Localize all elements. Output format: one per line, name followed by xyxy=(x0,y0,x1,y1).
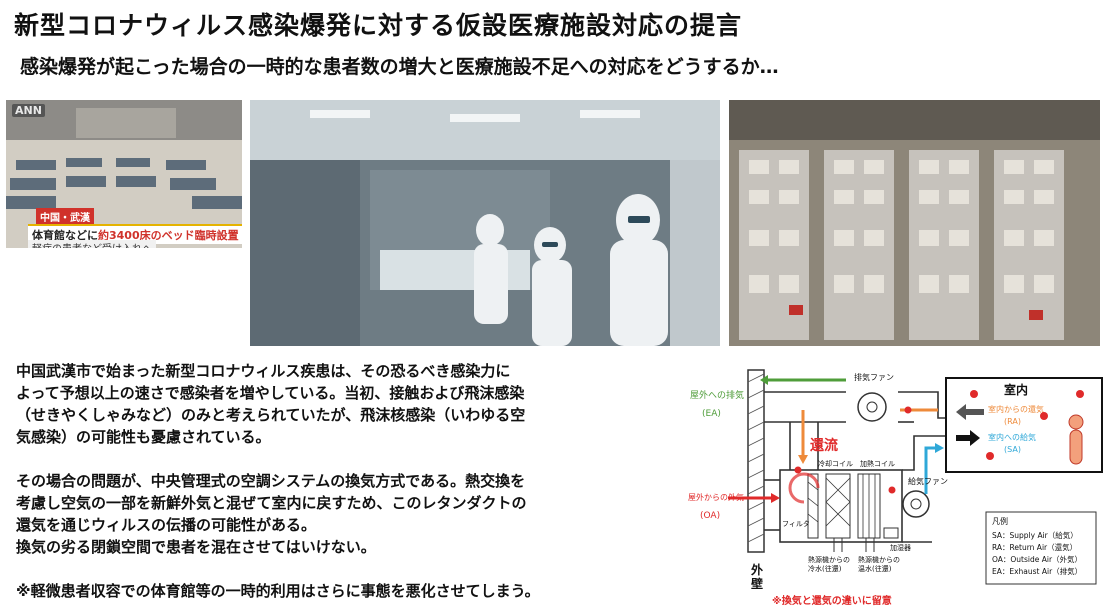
legend-title: 凡例 xyxy=(992,516,1008,526)
hall-beds-illustration xyxy=(729,100,1100,346)
cooling-coil-label: 冷却コイル xyxy=(818,459,853,468)
hot-water-label: 熱源機からの温水(往還) xyxy=(858,555,900,573)
paragraph-warning: ※軽微患者収容での体育館等の一時的利用はさらに事態を悪化させてしまう。 xyxy=(16,582,540,600)
legend-item: OA：Outside Air（外気） xyxy=(992,554,1082,564)
legend-item: RA：Return Air（還気） xyxy=(992,542,1077,552)
person-head-icon xyxy=(1068,414,1084,430)
humidifier xyxy=(883,527,899,539)
legend-item: SA：Supply Air（給気） xyxy=(992,530,1078,540)
tv-channel-logo: ANN xyxy=(12,104,45,117)
outer-wall xyxy=(747,369,765,553)
room-return-code: (RA) xyxy=(1004,417,1021,426)
exhaust-fan-label: 排気ファン xyxy=(854,372,894,382)
tv-caption-sub: 軽症の患者など受け入れへ xyxy=(28,240,156,248)
exhaust-code: (EA) xyxy=(702,409,721,419)
tv-caption-main: 体育館などに約3400床のベッド臨時設置 xyxy=(28,224,242,244)
outer-wall-label: 外壁 xyxy=(751,562,763,591)
supply-fan-label: 給気ファン xyxy=(908,476,948,486)
tv-caption-location: 中国・武漢 xyxy=(36,208,94,225)
paragraph-infection: 中国武漢市で始まった新型コロナウィルス疾患は、その恐るべき感染力に よって予想以… xyxy=(16,362,526,446)
intake-label: 屋外からの外気 xyxy=(688,492,744,502)
legend-item: EA：Exhaust Air（排気） xyxy=(992,566,1082,576)
body-text: 中国武漢市で始まった新型コロナウィルス疾患は、その恐るべき感染力に よって予想以… xyxy=(16,360,666,602)
chilled-water-label: 熱源機からの冷水(往還) xyxy=(808,555,850,573)
intake-code: (OA) xyxy=(700,511,720,521)
room-return-label: 室内からの還気 xyxy=(988,404,1044,414)
person-body-icon xyxy=(1069,429,1083,465)
paragraph-ventilation: その場合の問題が、中央管理式の空調システムの換気方式である。熱交換を 考慮し空気… xyxy=(16,472,527,556)
page-subtitle: 感染爆発が起こった場合の一時的な患者数の増大と医療施設不足への対応をどうするか… xyxy=(20,56,779,78)
room-supply-label: 室内への給気 xyxy=(988,432,1036,442)
humidifier-label: 加湿器 xyxy=(890,543,911,552)
recirculation-label: 還流 xyxy=(810,437,838,454)
gym-beds-news-photo: ANN 中国・武漢 体育館などに約3400床のベッド臨時設置 軽症の患者など受け… xyxy=(6,100,242,248)
diagram-note: ※換気と還気の違いに留意 xyxy=(772,594,892,607)
legend-box xyxy=(985,511,1097,585)
tv-caption-highlight: 約3400床のベッド臨時設置 xyxy=(98,229,239,242)
medical-staff-photo xyxy=(250,100,720,346)
icu-ward-illustration xyxy=(250,100,720,346)
filter-label: フィルタ xyxy=(782,519,810,528)
tv-caption-prefix: 体育館などに xyxy=(32,229,98,242)
heating-coil-label: 加熱コイル xyxy=(860,459,895,468)
room-supply-code: (SA) xyxy=(1004,445,1021,454)
exhaust-label: 屋外への排気 xyxy=(690,389,744,401)
page-title: 新型コロナウィルス感染爆発に対する仮設医療施設対応の提言 xyxy=(14,11,743,40)
hvac-diagram: 外壁 室内 室内からの還気 (RA) 室内 xyxy=(688,369,1103,607)
temporary-hospital-hall-photo xyxy=(729,100,1100,346)
room-title: 室内 xyxy=(1004,382,1028,397)
